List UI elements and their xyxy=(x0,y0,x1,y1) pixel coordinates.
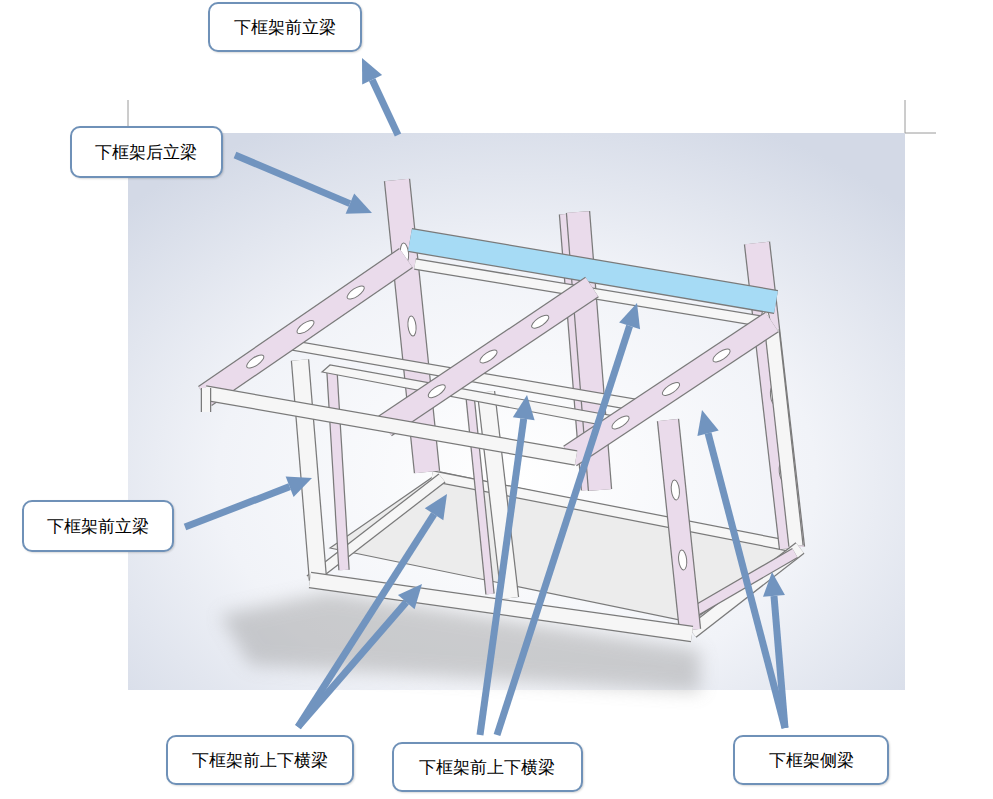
beam-hole xyxy=(426,382,447,400)
beam xyxy=(668,420,690,630)
leader-arrowhead xyxy=(425,494,447,520)
beam xyxy=(470,396,490,594)
beam-hole xyxy=(660,380,681,398)
beam-hole xyxy=(295,318,316,336)
crop-mark xyxy=(905,100,936,133)
callout-box: 下框架前上下横梁 xyxy=(392,742,583,792)
beam-outline xyxy=(332,372,344,570)
leader-arrowhead xyxy=(619,303,640,329)
callout-box: 下框架前立梁 xyxy=(208,2,362,52)
leader-arrowhead xyxy=(697,410,718,436)
callout-box: 下框架前上下横梁 xyxy=(166,735,354,785)
leader-line xyxy=(497,326,630,735)
beam xyxy=(202,388,210,412)
beam-outline xyxy=(772,330,796,546)
callout-label: 下框架前立梁 xyxy=(47,516,149,536)
callout-box: 下框架后立梁 xyxy=(70,126,223,178)
callout-label: 下框架侧梁 xyxy=(769,750,854,770)
leader-line xyxy=(298,514,434,727)
beam-hole xyxy=(530,313,551,331)
beam-hole xyxy=(345,284,366,302)
leader-line xyxy=(372,80,398,135)
beam-outline xyxy=(205,258,406,396)
leader-line xyxy=(235,155,350,204)
beam-outline xyxy=(668,420,690,630)
leader-line xyxy=(480,419,524,735)
leader-line xyxy=(774,596,785,728)
beam-hole xyxy=(610,414,631,432)
beam-outline xyxy=(201,388,212,412)
leader-arrowhead xyxy=(513,395,535,420)
callout-box: 下框架前立梁 xyxy=(22,500,174,552)
beam-hole xyxy=(711,347,732,365)
beam-outline xyxy=(300,360,318,580)
leader-arrowhead xyxy=(286,476,312,497)
beam xyxy=(772,330,796,546)
beam-hole xyxy=(678,550,688,571)
leader-line xyxy=(708,433,785,728)
beam-outline xyxy=(570,322,772,456)
render-background xyxy=(128,133,905,690)
callout-label: 下框架后立梁 xyxy=(95,142,197,162)
leader-arrowhead xyxy=(763,572,785,597)
beam-outline xyxy=(470,396,490,594)
callout-label: 下框架前立梁 xyxy=(234,17,336,37)
beam xyxy=(570,322,772,456)
callout-box: 下框架侧梁 xyxy=(733,735,889,785)
leader-arrowhead xyxy=(398,584,422,609)
beam-hole xyxy=(245,353,266,371)
callout-label: 下框架前上下横梁 xyxy=(419,757,555,777)
beam xyxy=(332,372,344,570)
beam-hole xyxy=(670,480,680,501)
beam-hole xyxy=(478,348,499,366)
beam xyxy=(205,258,406,396)
leader-arrowhead xyxy=(346,194,372,214)
leader-line xyxy=(298,602,406,727)
beam-hole xyxy=(407,316,417,337)
beam xyxy=(300,360,318,580)
beam xyxy=(385,287,592,426)
callout-label: 下框架前上下横梁 xyxy=(192,750,328,770)
leader-arrowhead xyxy=(362,58,382,84)
beam-outline xyxy=(385,287,592,426)
leader-line xyxy=(185,487,290,527)
